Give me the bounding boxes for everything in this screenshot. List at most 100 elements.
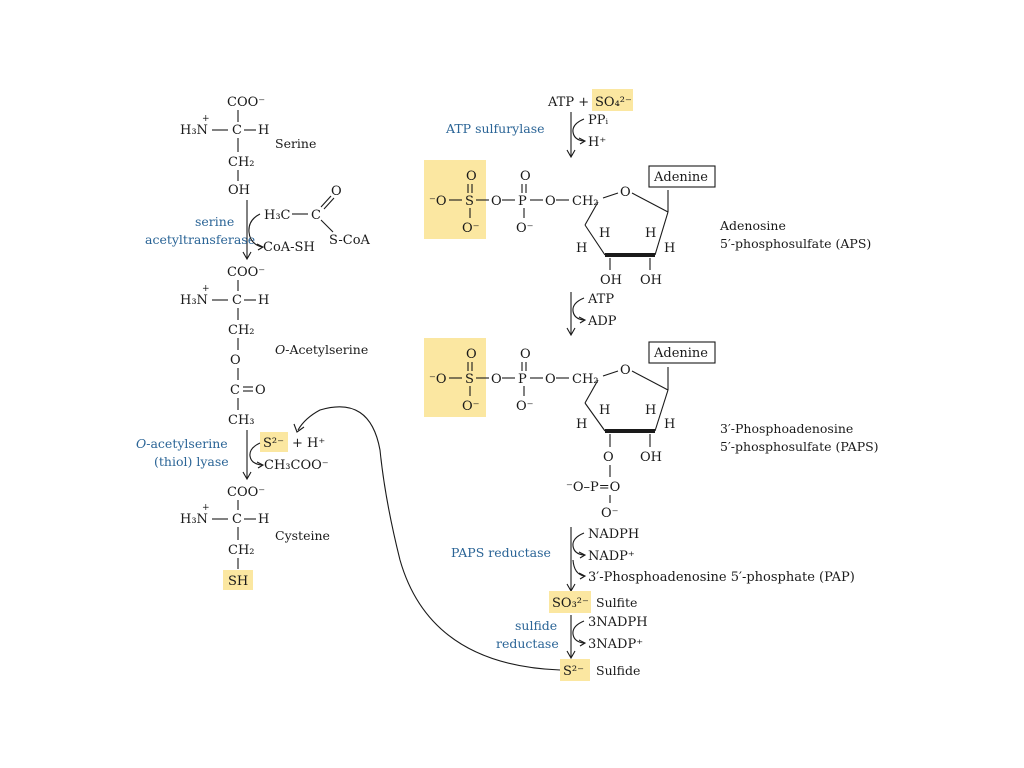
sulfite-formula: SO₃²⁻ [552,596,589,611]
acetylcoa-c: C [311,208,321,223]
cys-name: Cysteine [275,528,330,543]
step4-nadp: 3NADP⁺ [588,637,643,652]
paps-oh: OH [640,450,662,465]
paps-p-o-top: O [520,347,531,362]
step-sulfide-reductase: sulfide reductase 3NADPH 3NADP⁺ [496,615,648,660]
paps-name-1: 3′-Phosphoadenosine [720,421,853,436]
paps-adenine: Adenine [653,346,708,361]
cys-h: H [258,512,269,527]
oas-h3n: H₃N [180,293,208,308]
aps-s: S [465,194,474,209]
lyase-s2: S²⁻ [263,436,284,451]
serine-molecule: COO⁻ H₃N + C H CH₂ OH Serine [180,95,316,198]
paps-ring-o: O [620,363,631,378]
cys-coo: COO⁻ [227,485,265,500]
paps-h1: H [599,403,610,418]
step2-adp: ADP [587,314,617,329]
sulfite-highlight [549,591,591,613]
serine-oh: OH [228,183,250,198]
cys-ch2: CH₂ [228,543,255,558]
oas-name: O-Acetylserine [275,342,368,357]
paps-molecule: O ⁻O S O⁻ O O P O⁻ O CH₂ O Adenine H H H… [424,338,879,521]
paps-p: P [518,372,527,387]
serine-h: H [258,123,269,138]
serine-c: C [232,123,242,138]
aps-molecule: O ⁻O S O⁻ O O P O⁻ O CH₂ O Adenine H H H [424,160,871,288]
aps-h4: H [664,241,675,256]
step-paps-reductase: PAPS reductase NADPH NADP⁺ 3′-Phosphoade… [451,527,855,593]
aps-adenine: Adenine [653,170,708,185]
paps-adenine-box [648,341,716,364]
enzyme-sulfide-reductase-1: sulfide [515,618,557,633]
serine-plus: + [202,114,210,124]
step-atp-sulfurylase: ATP + SO₄²⁻ ATP sulfurylase PPᵢ H⁺ [445,89,633,159]
paps-h4: H [664,417,675,432]
sulfide-return-arrow [297,406,561,671]
paps-name-2: 5′-phosphosulfate (PAPS) [720,439,879,454]
paps-bridge-o: O [491,372,502,387]
enzyme-atp-sulfurylase: ATP sulfurylase [445,121,545,136]
aps-name-1: Adenosine [719,218,786,233]
oas-ch2: CH₂ [228,323,255,338]
so4-highlight [592,89,633,111]
aps-ring-o: O [620,185,631,200]
acetylcoa-o: O [331,184,342,199]
coash: CoA-SH [263,240,315,255]
aps-bridge-o: O [491,194,502,209]
sulfide-highlight [560,659,590,681]
paps-ch2: CH₂ [572,372,599,387]
so4: SO₄²⁻ [595,95,632,110]
enzyme-oas-lyase-1: O-acetylserine [136,436,228,451]
step3-nadp: NADP⁺ [588,549,635,564]
oas-coo: COO⁻ [227,265,265,280]
enzyme-oas-lyase-2: (thiol) lyase [154,454,229,469]
paps-h3: H [576,417,587,432]
sh-highlight [223,570,253,590]
serine-coo: COO⁻ [227,95,265,110]
aps-oh1: OH [600,273,622,288]
oas-plus: + [202,284,210,294]
sulfide-name: Sulfide [596,663,640,678]
ppi: PPᵢ [588,113,608,128]
aps-h2: H [645,226,656,241]
aps-oh2: OH [640,273,662,288]
step2-atp: ATP [587,292,614,307]
paps-s-o-bottom: O⁻ [462,399,480,414]
aps-o-ch2: O [545,194,556,209]
acetylcoa-h3c: H₃C [264,208,291,223]
sulfide: S²⁻ Sulfide [560,659,640,681]
lyase-h-plus: + H⁺ [292,436,325,451]
paps-s: S [465,372,474,387]
enzyme-sulfide-reductase-2: reductase [496,636,559,651]
paps-p-o-bottom: O⁻ [516,399,534,414]
paps-3-o: O [603,450,614,465]
serine-name: Serine [275,136,316,151]
paps-h2: H [645,403,656,418]
step-aps-kinase: ATP ADP [566,292,617,337]
aps-ch2: CH₂ [572,194,599,209]
paps-phosphate-o: O⁻ [601,506,619,521]
enzyme-serine-acetyltransferase-1: serine [195,214,234,229]
step3-pap: 3′-Phosphoadenosine 5′-phosphate (PAP) [588,570,855,585]
cys-h3n: H₃N [180,512,208,527]
sulfide-formula: S²⁻ [563,664,584,679]
paps-o-minus: ⁻O [429,372,447,387]
o-acetylserine-molecule: COO⁻ H₃N + C H CH₂ O C O CH₃ O-Acetylser… [180,265,368,428]
oas-eq-o: O [255,383,266,398]
cys-plus: + [202,503,210,513]
aps-p-o-bottom: O⁻ [516,221,534,236]
serine-h3n: H₃N [180,123,208,138]
lyase-acetate: CH₃COO⁻ [264,458,329,473]
aps-adenine-box [648,165,716,188]
step-serine-acetyltransferase: serine acetyltransferase H₃C C O S-CoA C… [145,184,371,261]
atp-plus: ATP + [547,95,589,110]
cys-c: C [232,512,242,527]
serine-ch2: CH₂ [228,155,255,170]
enzyme-paps-reductase: PAPS reductase [451,545,551,560]
acetylcoa-scoa: S-CoA [329,233,371,248]
oas-c2: C [230,383,240,398]
cysteine-molecule: COO⁻ H₃N + C H CH₂ SH Cysteine [180,485,330,590]
cys-sh: SH [228,574,248,589]
paps-phosphate: ⁻O–P=O [566,480,620,495]
